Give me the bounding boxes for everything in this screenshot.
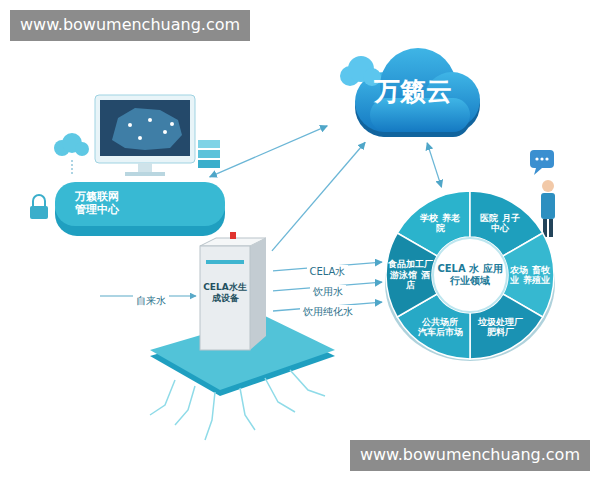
monitor-illustration xyxy=(125,172,165,176)
edge-label: 饮用水 xyxy=(310,285,346,298)
industry-segment: 垃圾处理厂 肥料厂 xyxy=(475,310,525,344)
circuit-platform xyxy=(205,392,215,440)
monitor-illustration xyxy=(100,100,190,156)
watermark: www.bowumenchuang.com xyxy=(10,10,250,41)
watermark: www.bowumenchuang.com xyxy=(350,440,590,471)
cloud-platform-text: 万籁云 xyxy=(370,76,456,107)
edge-label: CELA水 xyxy=(307,265,349,278)
person-figure xyxy=(540,157,543,160)
person-figure xyxy=(545,157,548,160)
monitor-illustration xyxy=(95,95,195,176)
wheel-sectors xyxy=(386,191,554,359)
management-center-text: 万籁联网 管理中心 xyxy=(69,190,125,216)
inlet-label: 自来水 xyxy=(133,294,169,307)
person-figure xyxy=(530,150,554,168)
monitor-illustration xyxy=(138,136,142,140)
edge-label-holder: 饮用水 xyxy=(310,280,346,299)
water-machine: CELA水生成设备 xyxy=(200,238,270,350)
cloud-icon xyxy=(72,160,73,176)
cabinet-front xyxy=(200,246,250,350)
monitor-illustration xyxy=(128,123,132,127)
connector xyxy=(427,143,441,187)
industry-segment-text: 食品加工厂 游泳馆 酒店 xyxy=(387,259,433,290)
industry-segment-text: 公共场所 汽车后市场 xyxy=(417,317,463,338)
cloud-icon xyxy=(54,133,89,176)
edge-label-holder: CELA水 xyxy=(307,260,349,279)
circuit-platform xyxy=(290,370,325,396)
slab-top xyxy=(55,182,225,226)
person-figure xyxy=(535,157,538,160)
monitor-illustration xyxy=(95,95,195,163)
person-figure xyxy=(541,193,555,219)
person-figure xyxy=(542,180,554,192)
cloud-icon xyxy=(75,142,89,156)
application-wheel: CELA 水 应用行业领域 学校 养老院医院 月子中心农场 畜牧业 养殖业垃圾处理… xyxy=(385,190,555,360)
cabinet-side xyxy=(250,238,266,350)
industry-segment-text: 农场 畜牧业 养殖业 xyxy=(507,265,553,286)
application-wheel-text: CELA 水 应用行业领域 xyxy=(437,263,503,287)
circuit-platform xyxy=(240,388,255,430)
server-icon xyxy=(198,160,220,168)
lock-icon xyxy=(30,195,48,219)
circuit-platform xyxy=(175,386,195,425)
monitor-illustration xyxy=(170,122,174,126)
lock-icon xyxy=(30,206,48,219)
circuit-platform xyxy=(150,380,175,415)
person-figure xyxy=(549,219,553,237)
cloud-shape xyxy=(355,48,480,132)
management-center: 万籁联网 管理中心 xyxy=(55,178,225,236)
industry-segment: 学校 养老院 xyxy=(415,206,465,240)
monitor-illustration xyxy=(163,130,167,134)
connector xyxy=(210,126,328,177)
industry-segment: 农场 畜牧业 养殖业 xyxy=(505,258,555,292)
edge-label: 饮用纯化水 xyxy=(300,305,356,318)
wheel-hub xyxy=(433,238,507,312)
inlet-label-holder: 自来水 xyxy=(133,289,169,308)
cabinet-stripe xyxy=(206,260,244,264)
watermark-holder: www.bowumenchuang.com xyxy=(350,440,590,471)
wheel-sector xyxy=(386,233,437,317)
watermark-holder: www.bowumenchuang.com xyxy=(10,10,250,41)
cloud-platform: 万籁云 xyxy=(330,40,490,140)
lock-icon xyxy=(33,195,45,206)
monitor-illustration xyxy=(138,163,152,173)
server-icon xyxy=(198,150,220,158)
warning-light xyxy=(230,232,236,239)
industry-segment: 医院 月子中心 xyxy=(475,206,525,240)
water-machine-text: CELA水生成设备 xyxy=(203,282,247,304)
monitor-illustration xyxy=(112,108,182,150)
industry-segment: 食品加工厂 游泳馆 酒店 xyxy=(385,257,435,292)
industry-segment-text: 学校 养老院 xyxy=(417,213,463,234)
server-icon xyxy=(198,140,220,148)
connector xyxy=(272,142,365,251)
person-figure xyxy=(534,168,542,175)
industry-segment-text: 垃圾处理厂 肥料厂 xyxy=(477,317,523,338)
edge-label-holder: 饮用纯化水 xyxy=(300,300,356,319)
circuit-platform xyxy=(265,378,295,412)
industry-segment: 公共场所 汽车后市场 xyxy=(415,310,465,344)
industry-segment-text: 医院 月子中心 xyxy=(477,213,523,234)
server-icon xyxy=(198,140,220,168)
monitor-illustration xyxy=(148,118,152,122)
